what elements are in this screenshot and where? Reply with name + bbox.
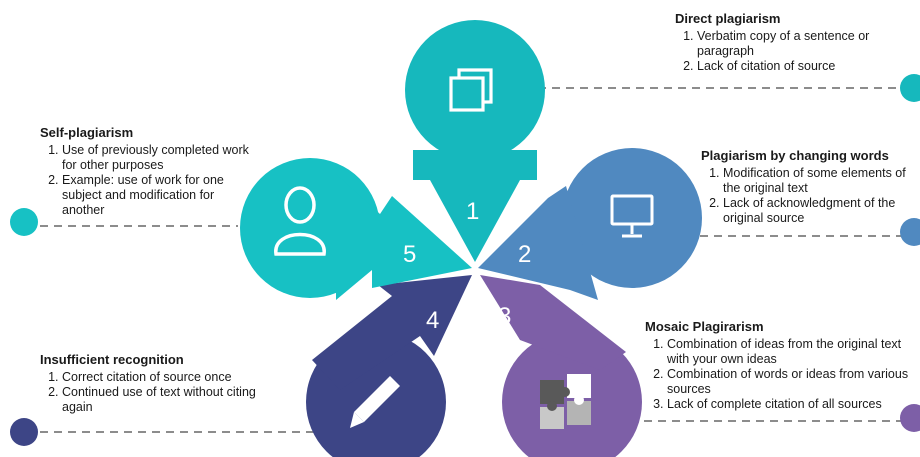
segment-4-list: Correct citation of source once Continue… [40,370,280,415]
petal-number-2: 2 [518,241,531,268]
end-dot-1 [900,74,920,102]
segment-5-title: Self-plagiarism [40,125,134,140]
segment-2-list: Modification of some elements of the ori… [701,166,916,226]
copy-pages-icon [449,68,493,112]
segment-1-list: Verbatim copy of a sentence or paragraph… [675,29,905,74]
petal-number-1: 1 [466,198,479,225]
list-item: Lack of citation of source [697,59,905,74]
end-dot-3 [900,404,920,432]
petal-number-4: 4 [426,307,439,334]
segment-3-description: Mosaic Plagirarism Combination of ideas … [645,319,913,412]
list-item: Verbatim copy of a sentence or paragraph [697,29,905,59]
list-item: Lack of complete citation of all sources [667,397,913,412]
list-item: Modification of some elements of the ori… [723,166,916,196]
list-item: Combination of ideas from the original t… [667,337,913,367]
list-item: Correct citation of source once [62,370,280,385]
segment-3-title: Mosaic Plagirarism [645,319,764,334]
segment-1-description: Direct plagiarism Verbatim copy of a sen… [675,11,905,74]
petal-number-5: 5 [403,241,416,268]
list-item: Example: use of work for one subject and… [62,173,250,218]
segment-1-title: Direct plagiarism [675,11,781,26]
segment-4-title: Insufficient recognition [40,352,184,367]
list-item: Combination of words or ideas from vario… [667,367,913,397]
petal-2 [478,148,702,300]
end-dot-4 [10,418,38,446]
list-item: Continued use of text without citing aga… [62,385,280,415]
segment-2-description: Plagiarism by changing words Modificatio… [701,148,916,226]
petal-4 [306,275,472,457]
user-icon [274,186,326,256]
monitor-icon [610,194,654,238]
segment-5-list: Use of previously completed work for oth… [40,143,250,218]
petal-5 [240,158,472,300]
segment-5-description: Self-plagiarism Use of previously comple… [40,125,250,218]
segment-3-list: Combination of ideas from the original t… [645,337,913,412]
segment-4-description: Insufficient recognition Correct citatio… [40,352,280,415]
petal-1 [405,20,545,262]
end-dot-2 [900,218,920,246]
puzzle-icon [540,374,591,429]
petal-number-3: 3 [498,303,511,330]
list-item: Lack of acknowledgment of the original s… [723,196,916,226]
pencil-icon [350,376,400,428]
end-dot-5 [10,208,38,236]
list-item: Use of previously completed work for oth… [62,143,250,173]
petal-3 [480,275,642,457]
segment-2-title: Plagiarism by changing words [701,148,889,163]
